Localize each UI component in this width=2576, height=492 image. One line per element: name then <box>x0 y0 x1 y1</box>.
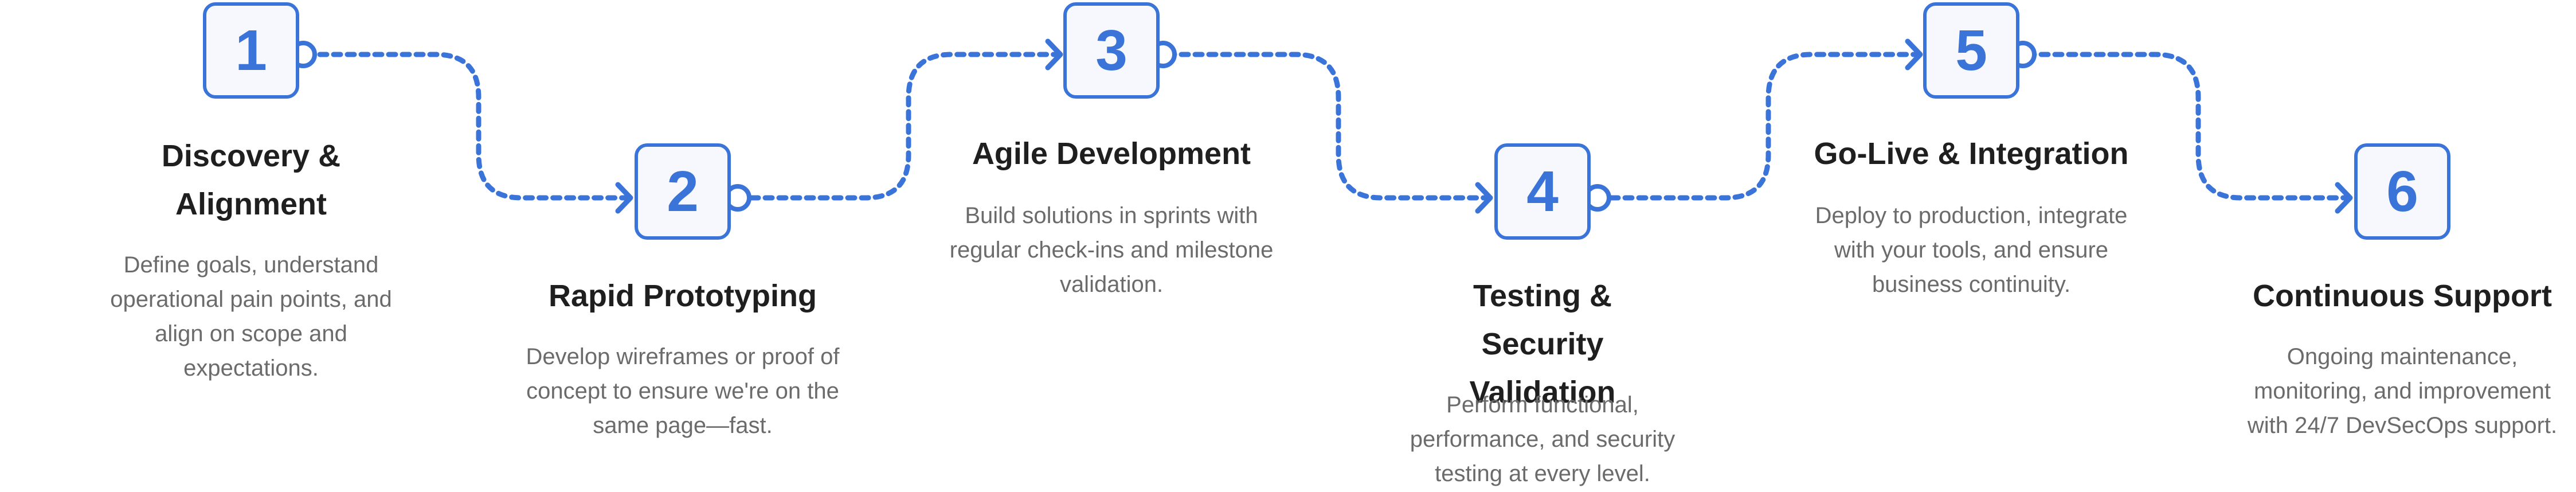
step-1-title: Discovery & Alignment <box>161 139 341 221</box>
arrow-head-5 <box>1905 38 1923 71</box>
step-6-number-box: 6 <box>2354 143 2450 240</box>
step-4-number: 4 <box>1526 159 1559 224</box>
connector-3-4 <box>1165 52 1487 201</box>
step-6-number: 6 <box>2386 159 2418 224</box>
connector-1-2 <box>303 52 628 201</box>
arrow-head-4 <box>1475 182 1493 214</box>
arrow-head-3 <box>1045 38 1063 71</box>
step-4-description: Perform functional, performance, and sec… <box>1410 392 1675 486</box>
arrow-head-2 <box>615 182 633 214</box>
connector-5-6 <box>2025 52 2347 201</box>
step-6-description: Ongoing maintenance, monitoring, and imp… <box>2247 344 2558 438</box>
step-2-number: 2 <box>667 159 699 224</box>
step-3-description: Build solutions in sprints with regular … <box>949 203 1274 297</box>
step-2-number-box: 2 <box>635 143 731 240</box>
step-5-number-box: 5 <box>1923 2 2019 99</box>
connector-2-3 <box>735 52 1058 201</box>
step-1-number: 1 <box>235 18 267 83</box>
step-4-title: Testing & Security Validation <box>1469 279 1616 409</box>
connector-4-5 <box>1595 52 1917 201</box>
step-5-title: Go-Live & Integration <box>1814 136 2129 171</box>
step-2-title: Rapid Prototyping <box>549 279 817 313</box>
step-1-description: Define goals, understand operational pai… <box>110 252 392 381</box>
step-5-number: 5 <box>1955 18 1987 83</box>
step-3-title: Agile Development <box>972 136 1251 171</box>
arrow-head-6 <box>2335 182 2353 214</box>
step-3-number: 3 <box>1095 18 1128 83</box>
step-6-title: Continuous Support <box>2253 279 2552 313</box>
step-2-description: Develop wireframes or proof of concept t… <box>526 344 840 438</box>
step-1-number-box: 1 <box>203 2 299 99</box>
step-4-number-box: 4 <box>1494 143 1591 240</box>
step-3-number-box: 3 <box>1063 2 1160 99</box>
step-5-description: Deploy to production, integrate with you… <box>1815 203 2128 297</box>
